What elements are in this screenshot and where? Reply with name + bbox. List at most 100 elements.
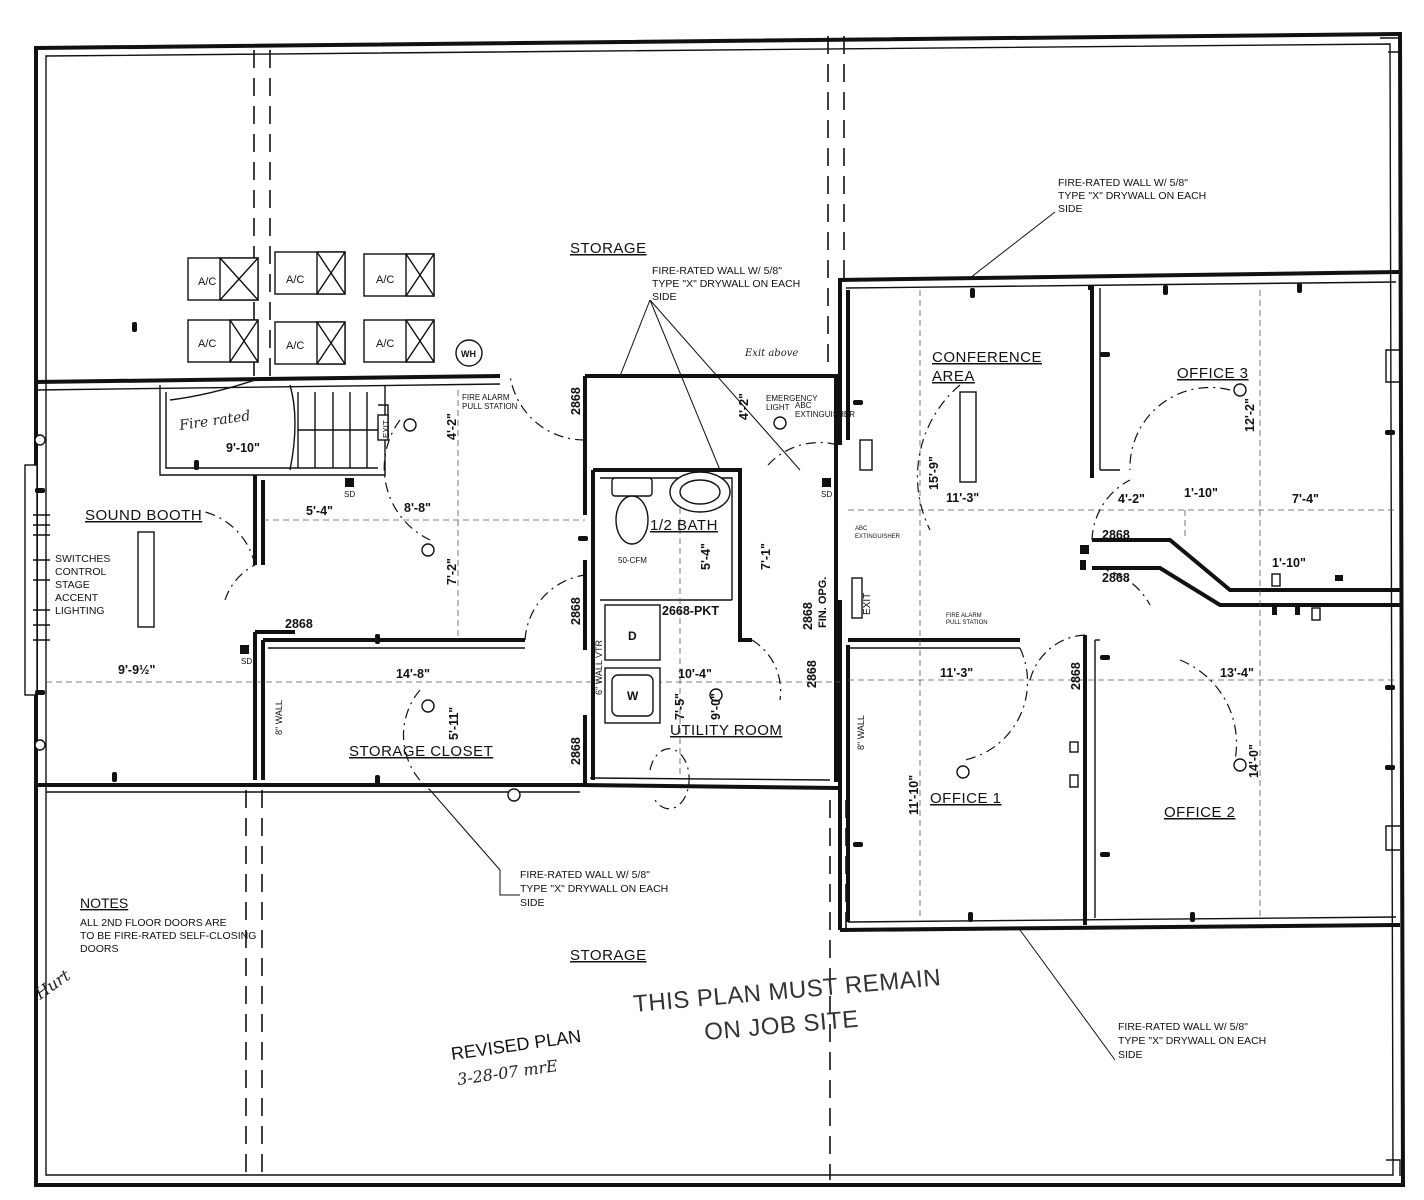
dim-11-3-conf: 11'-3" xyxy=(946,491,979,505)
dim-9-10: 9'-10" xyxy=(226,441,260,455)
interior-walls xyxy=(35,270,1401,932)
notes-title: NOTES xyxy=(80,895,128,911)
wall-8-right: 8" WALL xyxy=(856,715,866,750)
door-2868-e: 2868 xyxy=(801,602,815,630)
door-swings xyxy=(194,374,1238,810)
fire-alarm-1a: FIRE ALARM xyxy=(462,393,510,402)
dim-5-4-bath: 5'-4" xyxy=(699,543,713,570)
handwritten-exit-above: Exit above xyxy=(744,348,798,359)
door-2868-a: 2868 xyxy=(285,617,313,631)
room-utility: UTILITY ROOM xyxy=(670,722,782,739)
revised-stamp-1: REVISED PLAN xyxy=(450,1026,583,1064)
abc2-a: ABC xyxy=(855,526,868,532)
dim-1-10b: 1'-10" xyxy=(1272,556,1306,570)
outer-walls xyxy=(34,31,1406,1187)
room-conference-2: AREA xyxy=(932,368,975,385)
dim-4-2-mid: 4'-2" xyxy=(1118,492,1145,506)
corridor-devices xyxy=(1069,560,1343,788)
column-lines xyxy=(245,36,847,1180)
room-storage-top: STORAGE xyxy=(570,240,647,257)
fire-note-bc-2: TYPE "X" DRYWALL ON EACH xyxy=(520,883,668,895)
door-pkt: 2668-PKT xyxy=(662,604,719,618)
switches-line-4: ACCENT xyxy=(55,592,99,604)
dim-14-0: 14'-0" xyxy=(1247,744,1261,778)
fire-note-tr-1: FIRE-RATED WALL W/ 5/8" xyxy=(1058,177,1188,189)
dim-14-8: 14'-8" xyxy=(396,667,430,681)
sink-icon xyxy=(669,471,731,513)
room-storage-bottom: STORAGE xyxy=(570,947,647,964)
dim-7-2: 7'-2" xyxy=(445,558,459,585)
dim-5-4: 5'-4" xyxy=(306,504,333,518)
dim-15-9: 15'-9" xyxy=(927,456,941,490)
notes-line-1: ALL 2ND FLOOR DOORS ARE xyxy=(80,917,227,929)
abc-a: ABC xyxy=(795,401,812,410)
dim-9-0: 9'-0" xyxy=(709,693,723,720)
emergency-b: LIGHT xyxy=(766,403,790,412)
fire-alarm-2a: FIRE ALARM xyxy=(946,613,982,619)
fire-note-tc-2: TYPE "X" DRYWALL ON EACH xyxy=(652,278,800,290)
fan-label: 50-CFM xyxy=(618,556,647,565)
wall-8-left: 8" WALL xyxy=(274,700,284,735)
switches-line-1: SWITCHES xyxy=(55,553,110,565)
ac-label-4: A/C xyxy=(198,338,216,350)
outlets xyxy=(35,283,1395,922)
dim-13-4: 13'-4" xyxy=(1220,666,1254,680)
smoke-detector-icons xyxy=(240,478,1089,654)
fire-marking xyxy=(169,379,256,401)
fire-note-br-3: SIDE xyxy=(1118,1049,1143,1061)
dimension-lines xyxy=(46,290,1396,918)
washer-label: W xyxy=(627,689,639,703)
dryer-label: D xyxy=(628,629,637,643)
ac-units xyxy=(187,251,435,365)
fire-note-br-2: TYPE "X" DRYWALL ON EACH xyxy=(1118,1035,1266,1047)
dim-7-5: 7'-5" xyxy=(673,693,687,720)
leader-lines xyxy=(429,211,1116,1061)
room-office-1: OFFICE 1 xyxy=(930,790,1002,807)
dim-1-10a: 1'-10" xyxy=(1184,486,1218,500)
switches-line-2: CONTROL xyxy=(55,566,106,578)
stair-handrail xyxy=(289,384,296,471)
fire-alarm-1b: PULL STATION xyxy=(462,402,518,411)
fin-opg: FIN. OPG. xyxy=(817,577,829,628)
ac-label-2: A/C xyxy=(286,274,304,286)
dim-7-4: 7'-4" xyxy=(1292,492,1319,506)
dim-4-2-hall: 4'-2" xyxy=(737,393,751,420)
water-heater-label: WH xyxy=(461,349,476,359)
sd-label-2: SD xyxy=(344,490,355,499)
fire-note-tc-3: SIDE xyxy=(652,291,677,303)
job-site-stamp-1: THIS PLAN MUST REMAIN xyxy=(632,964,942,1018)
notes-line-3: DOORS xyxy=(80,943,119,955)
conference-table xyxy=(959,391,977,483)
wall-6-vtr: 6" WALL VTR xyxy=(594,639,604,695)
door-2868-c: 2868 xyxy=(569,597,583,625)
sd-label-3: SD xyxy=(821,490,832,499)
fire-note-tc-1: FIRE-RATED WALL W/ 5/8" xyxy=(652,265,782,277)
toilet-icon xyxy=(611,477,653,545)
switch-panel-icon xyxy=(24,464,50,696)
dim-12-2: 12'-2" xyxy=(1243,398,1257,432)
emergency-a: EMERGENCY xyxy=(766,394,818,403)
ac-label-6: A/C xyxy=(376,338,394,350)
notes-line-2: TO BE FIRE-RATED SELF-CLOSING xyxy=(80,930,256,942)
job-site-stamp-2: ON JOB SITE xyxy=(703,1006,860,1046)
door-2868-g: 2868 xyxy=(1102,528,1130,542)
exit-label-1: EXIT xyxy=(862,593,873,615)
sound-booth-bench xyxy=(137,531,155,628)
door-2868-b: 2868 xyxy=(569,387,583,415)
dim-11-10: 11'-10" xyxy=(907,775,921,815)
switches-line-5: LIGHTING xyxy=(55,605,105,617)
room-storage-closet: STORAGE CLOSET xyxy=(349,743,493,760)
room-conference-1: CONFERENCE xyxy=(932,349,1042,366)
switches-line-3: STAGE xyxy=(55,579,90,591)
door-2868-i: 2868 xyxy=(1069,662,1083,690)
abc2-b: EXTINGUISHER xyxy=(855,534,901,540)
room-sound-booth: SOUND BOOTH xyxy=(85,507,202,524)
water-heater-icon xyxy=(455,339,483,367)
dim-9-9half: 9'-9½" xyxy=(118,663,155,677)
dim-7-1: 7'-1" xyxy=(759,543,773,570)
ac-label-1: A/C xyxy=(198,276,216,288)
fire-note-bc-1: FIRE-RATED WALL W/ 5/8" xyxy=(520,869,650,881)
fire-note-bc-3: SIDE xyxy=(520,897,545,909)
dim-5-11: 5'-11" xyxy=(447,707,461,740)
